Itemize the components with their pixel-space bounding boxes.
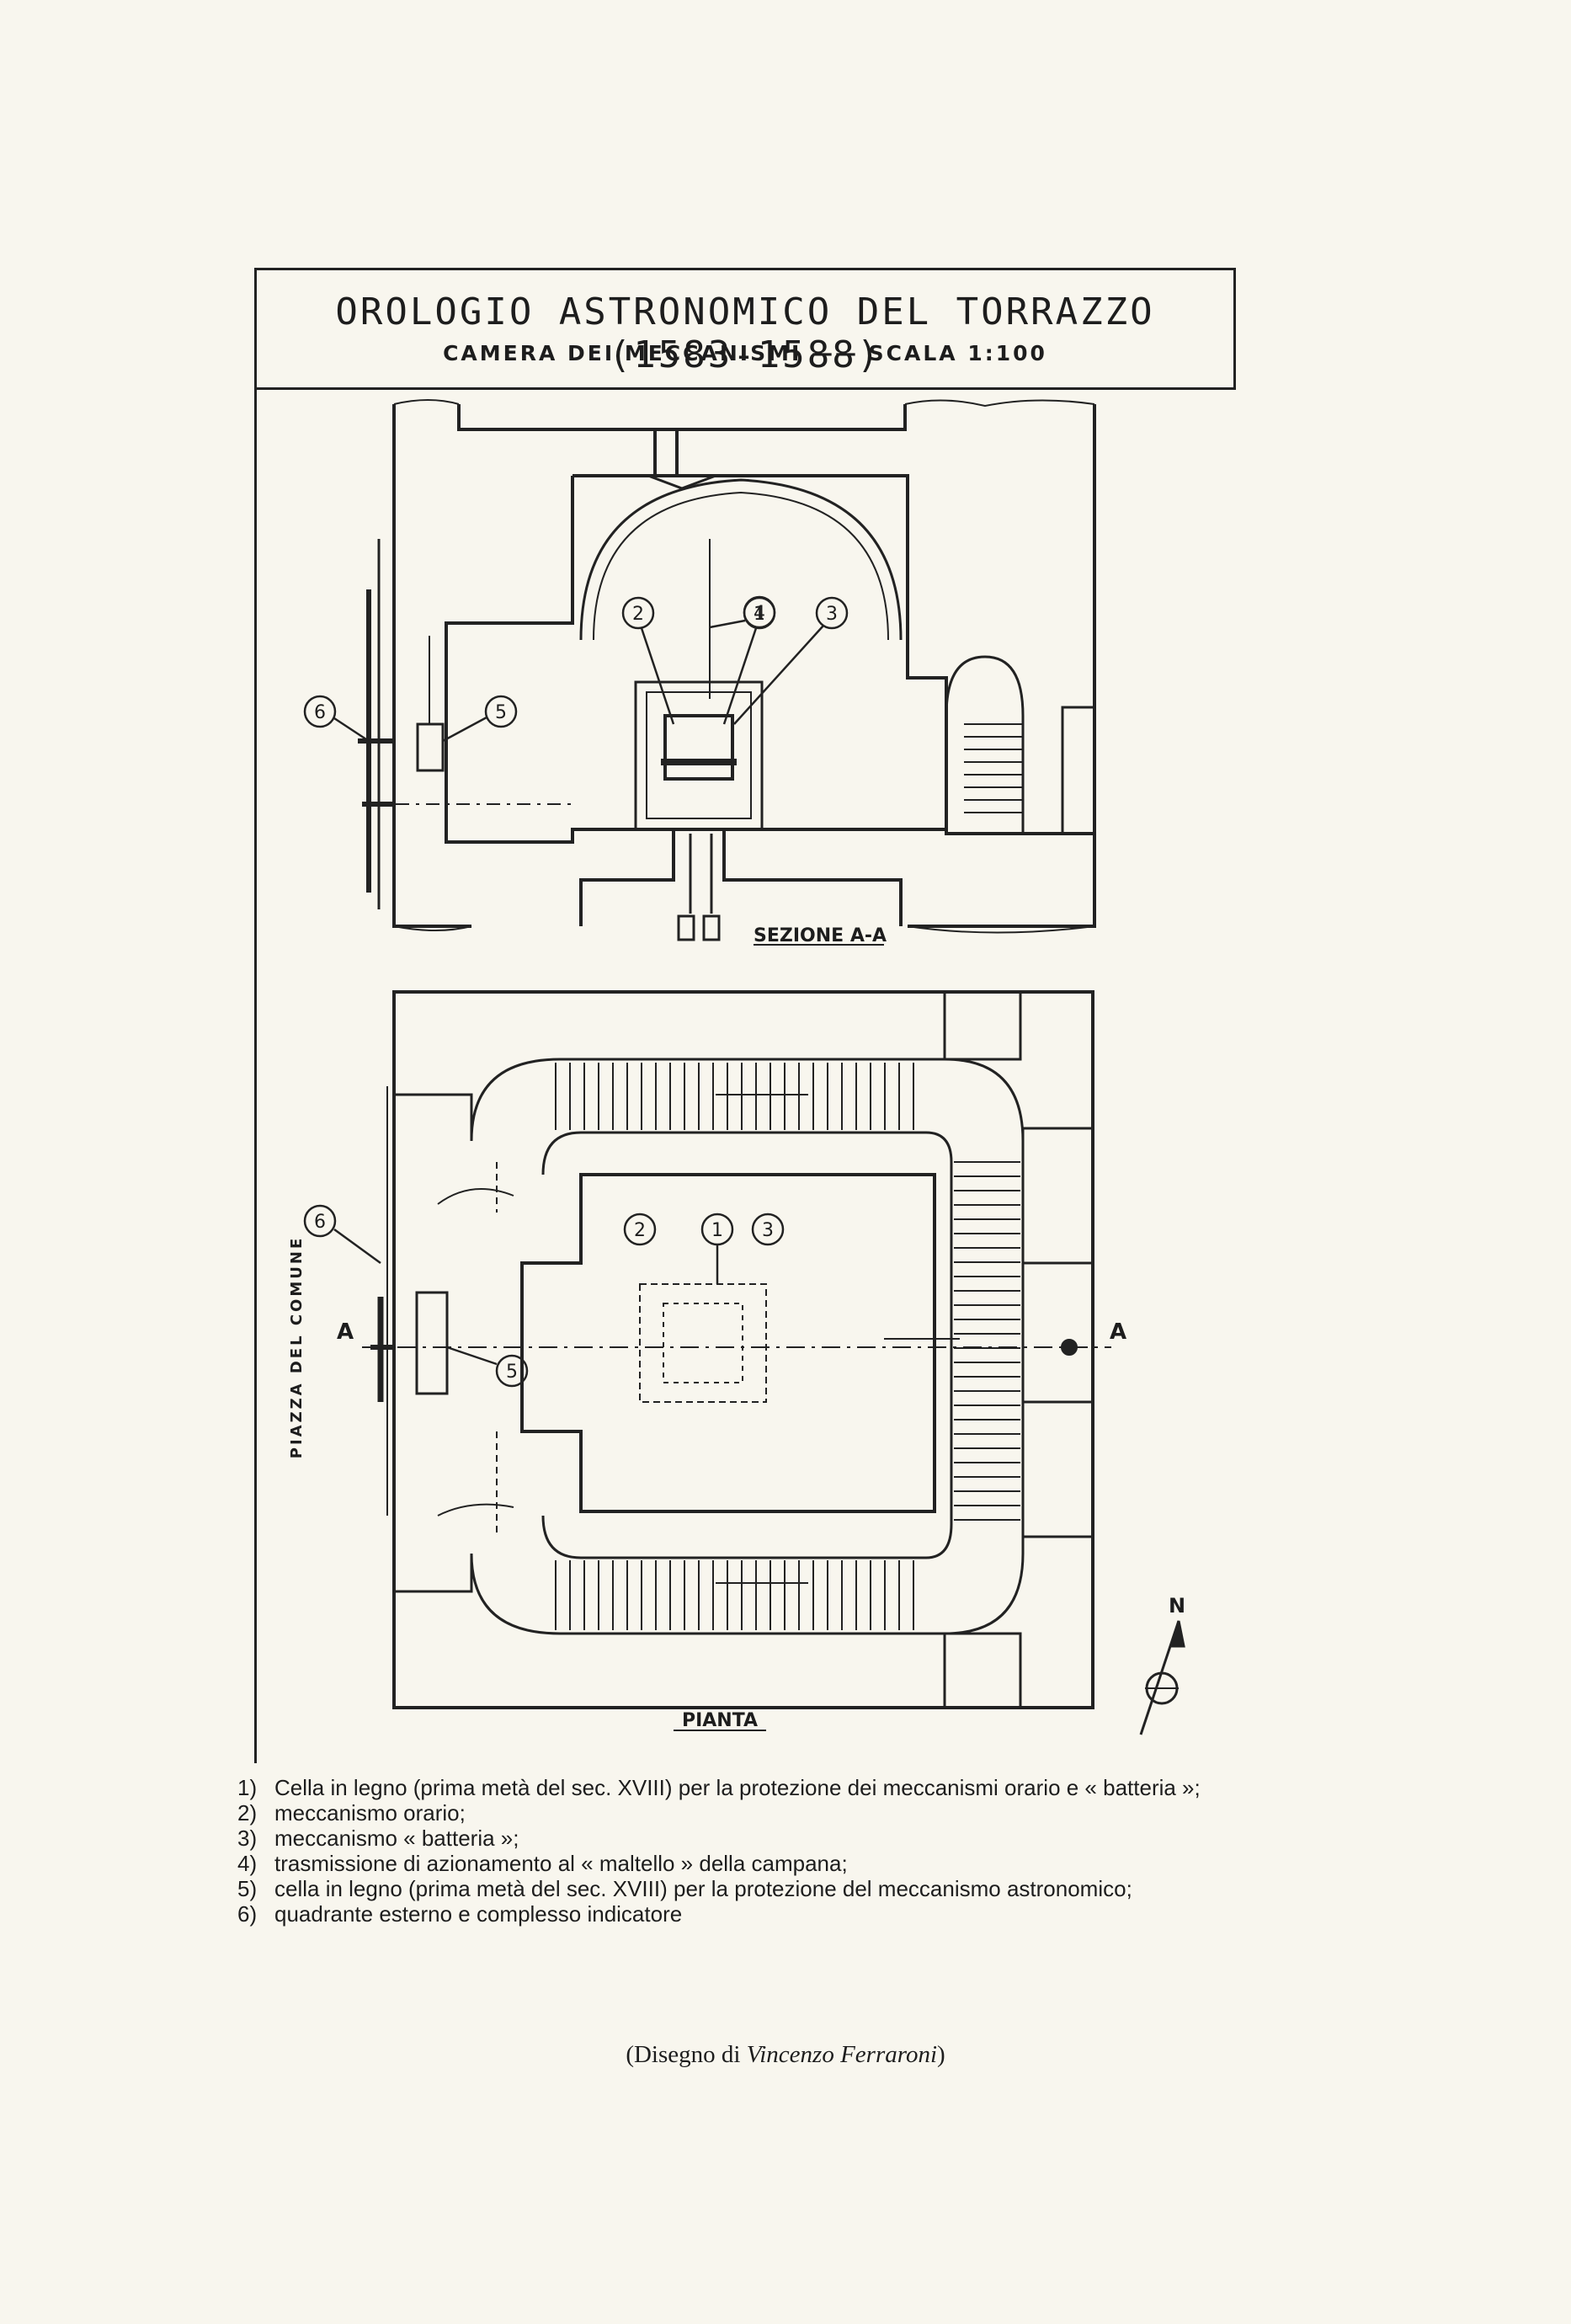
- section-right-window: [1061, 706, 1096, 835]
- callout-1-label: 1: [754, 604, 765, 625]
- plan-break-top: [437, 1188, 514, 1205]
- plan-view: [362, 990, 1111, 1709]
- section-inner-left-wall: [445, 476, 946, 844]
- drawing-subtitle: CAMERA DEI MECCANISMI —— SCALA 1:100: [443, 341, 1047, 365]
- plan-left-step-bottom: [394, 1554, 473, 1593]
- section-label: SEZIONE A-A: [754, 925, 887, 946]
- plan-corner-bottom-right: [943, 1632, 1022, 1709]
- plan-stair-inner: [541, 1131, 953, 1559]
- frame-right-edge: [1233, 268, 1236, 390]
- legend-text: cella in legno (prima metà del sec. XVII…: [274, 1876, 1132, 1901]
- credit-suffix: ): [937, 2041, 945, 2068]
- legend-number: 5): [237, 1876, 258, 1901]
- credit-author: Vincenzo Ferraroni: [746, 2041, 938, 2068]
- legend-text: meccanismo orario;: [274, 1800, 466, 1826]
- callout-6-plan-label: 6: [314, 1212, 326, 1233]
- section-break-line-top: [904, 399, 1095, 408]
- legend-text: quadrante esterno e complesso indicatore: [274, 1901, 683, 1927]
- callout-1-plan-label: 1: [711, 1220, 723, 1241]
- callout-5-label: 5: [495, 702, 507, 723]
- plan-label: PIANTA: [682, 1710, 758, 1731]
- axis-mark-left: A: [337, 1319, 354, 1345]
- callout-4-label: 4: [754, 603, 765, 624]
- callout-6-label: 6: [314, 702, 326, 723]
- callout-6-plan: [303, 1204, 337, 1238]
- callout-5-plan-label: 5: [506, 1362, 518, 1383]
- north-arrow: [1139, 1620, 1185, 1735]
- section-shaft-bracket: [647, 474, 716, 490]
- section-callouts-2: [303, 596, 849, 743]
- plan-stair-outer: [470, 1058, 1025, 1635]
- plan-corner-top-right: [943, 990, 1022, 1061]
- section-break-line-bottom-right: [907, 925, 1095, 934]
- legend-item: 2) meccanismo orario;: [237, 1800, 1248, 1826]
- section-stair-treads: [964, 723, 1023, 813]
- section-lower-floor-left: [579, 829, 675, 926]
- section-top-wall: [457, 404, 907, 431]
- section-stair-arch: [945, 655, 1025, 834]
- callout-2-label: 2: [632, 604, 644, 625]
- legend-text: trasmissione di azionamento al « maltell…: [274, 1851, 848, 1876]
- plan-callouts: [303, 1204, 785, 1388]
- plan-clock-cell: [639, 1283, 767, 1403]
- plan-inner-room: [520, 1173, 936, 1513]
- drawing-credit: (Disegno di Vincenzo Ferraroni): [0, 2041, 1571, 2069]
- section-break-line-bottom-left: [393, 925, 472, 931]
- callout-3-plan: [751, 1213, 785, 1246]
- section-break-line-top-left: [393, 399, 460, 405]
- legend-text: meccanismo « batteria »;: [274, 1826, 519, 1851]
- section-top-shaft: [653, 428, 679, 477]
- callout-1-section: [743, 596, 776, 630]
- callout-5-plan: [495, 1354, 529, 1388]
- legend-item: 3) meccanismo « batteria »;: [237, 1826, 1248, 1851]
- legend-item: 6) quadrante esterno e complesso indicat…: [237, 1901, 1248, 1927]
- north-label: N: [1169, 1594, 1185, 1618]
- legend-text: Cella in legno (prima metà del sec. XVII…: [274, 1775, 1201, 1800]
- plan-axis-end-point: [1061, 1339, 1078, 1356]
- callout-5-section: [484, 695, 518, 728]
- legend-number: 4): [237, 1851, 258, 1876]
- callout-6-section: [303, 695, 337, 728]
- plan-astro-cell: [415, 1291, 449, 1395]
- section-view: [358, 399, 1096, 941]
- callout-2-section: [621, 596, 655, 630]
- drawing-frame: [254, 268, 1236, 1763]
- legend-item: 4) trasmissione di azionamento al « malt…: [237, 1851, 1248, 1876]
- section-lower-floor-right: [722, 829, 903, 926]
- plan-left-step-top: [394, 1093, 473, 1141]
- section-clock-cell: [634, 680, 764, 831]
- section-clock-cell-inner: [646, 691, 752, 819]
- section-mechanisms: [663, 714, 734, 781]
- callout-2-plan: [623, 1213, 657, 1246]
- section-vault-arch: [579, 478, 903, 641]
- legend-item: 5) cella in legno (prima metà del sec. X…: [237, 1876, 1248, 1901]
- legend-number: 2): [237, 1800, 258, 1826]
- callout-3-label: 3: [826, 604, 838, 625]
- callout-2-plan-label: 2: [634, 1220, 646, 1241]
- side-label: PIAZZA DEL COMUNE: [288, 1236, 306, 1459]
- credit-prefix: (Disegno di: [626, 2041, 741, 2068]
- legend-number: 6): [237, 1901, 258, 1927]
- section-weight-1: [677, 914, 695, 941]
- plan-mechanism-outline: [663, 1303, 743, 1383]
- section-vault-arch-inner: [593, 491, 889, 641]
- drawing-title: OROLOGIO ASTRONOMICO DEL TORRAZZO (1583-…: [335, 290, 1155, 376]
- plan-stair-treads: [555, 1063, 1020, 1630]
- legend-number: 1): [237, 1775, 258, 1800]
- title-band: [254, 268, 1236, 390]
- legend-list: 1) Cella in legno (prima metà del sec. X…: [237, 1775, 1248, 1927]
- section-inner-right-wall: [572, 474, 1094, 835]
- legend-number: 3): [237, 1826, 258, 1851]
- axis-mark-right: A: [1110, 1319, 1126, 1345]
- legend-item: 1) Cella in legno (prima metà del sec. X…: [237, 1775, 1248, 1800]
- section-weight-2: [702, 914, 721, 941]
- plan-right-niche-top: [1021, 1127, 1094, 1265]
- plan-right-niche-bottom: [1021, 1400, 1094, 1538]
- callout-3-section: [815, 596, 849, 630]
- callout-3-plan-label: 3: [762, 1220, 774, 1241]
- plan-break-bottom: [437, 1503, 514, 1516]
